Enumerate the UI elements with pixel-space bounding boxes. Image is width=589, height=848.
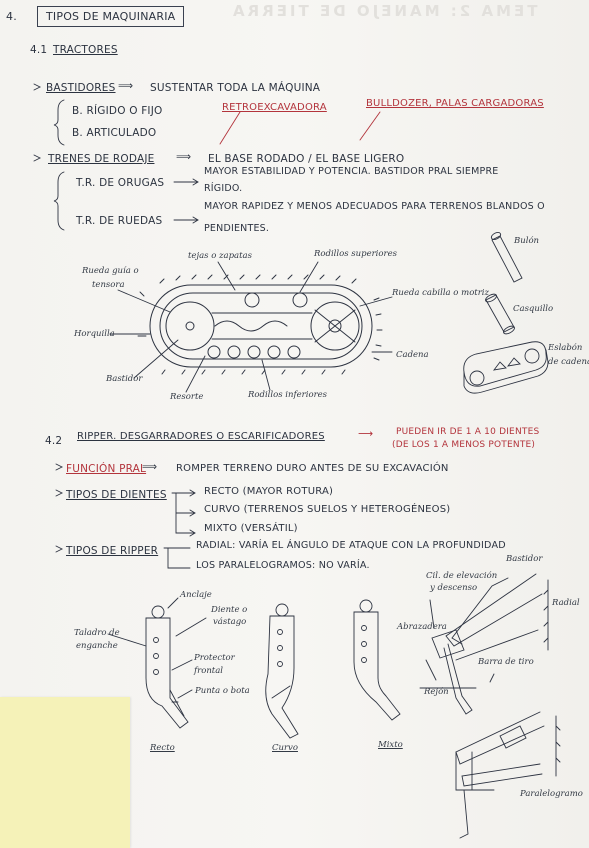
label-radial: Radial (552, 598, 580, 608)
arrow: ⟹ (118, 80, 134, 92)
label-protector: Protector (194, 653, 235, 663)
label-cilindro: y descenso (430, 583, 478, 593)
section-note: PUEDEN IR DE 1 A 10 DIENTES (396, 427, 540, 437)
funcion-desc: ROMPER TERRENO DURO ANTES DE SU EXCAVACI… (176, 463, 449, 474)
arrow: ⟹ (142, 461, 158, 473)
funcion-label: FUNCIÓN PRAL (66, 463, 147, 475)
tooth-mixto (353, 599, 401, 721)
bullet-arrow-icon (33, 154, 42, 162)
label-tensora: tensora (92, 280, 125, 290)
label-resorte: Resorte (170, 392, 204, 402)
label-tejas: tejas o zapatas (188, 251, 252, 261)
ripper-type: RADIAL: VARÍA EL ÁNGULO DE ATAQUE CON LA… (196, 540, 506, 551)
chapter-number: 4. (6, 10, 17, 23)
bulldozer-label: BULLDOZER, PALAS CARGADORAS (366, 98, 544, 109)
arrow: ⟶ (358, 428, 374, 440)
orugas-label: T.R. DE ORUGAS (76, 177, 165, 189)
bastidor-type: B. RÍGIDO O FIJO (72, 105, 163, 117)
label-eslabon: Eslabón (548, 343, 583, 353)
label-rodillos-sup: Rodillos superiores (314, 249, 397, 259)
ripper-label: TIPOS DE RIPPER (66, 545, 159, 557)
section-number: 4.1 (30, 44, 48, 56)
label-diente: vástago (213, 617, 247, 627)
label-rueda-guia: Rueda guía o (82, 266, 139, 276)
bushing-drawing (485, 293, 515, 335)
label-protector: frontal (194, 666, 224, 676)
track-link-drawing (463, 341, 549, 394)
ripper-radial (419, 573, 549, 715)
crawler-track (149, 274, 383, 375)
dientes-label: TIPOS DE DIENTES (66, 489, 167, 501)
tooth-curvo (265, 603, 299, 739)
label-casquillo: Casquillo (513, 304, 554, 314)
ruedas-label: T.R. DE RUEDAS (76, 215, 163, 227)
ruedas-desc: PENDIENTES. (204, 223, 270, 234)
trenes-label: TRENES DE RODAJE (48, 153, 155, 165)
retro-label: RETROEXCAVADORA (222, 102, 327, 113)
label-anclaje: Anclaje (180, 590, 212, 600)
label-buton: Bulón (514, 236, 540, 246)
ripper-parallelogram (455, 711, 561, 839)
bastidor-type: B. ARTICULADO (72, 127, 157, 139)
label-rodillos-inf: Rodillos inferiores (248, 390, 328, 400)
bastidores-desc: SUSTENTAR TODA LA MÁQUINA (150, 82, 321, 94)
diente-type: RECTO (MAYOR ROTURA) (204, 486, 334, 497)
sticky-note (0, 697, 130, 848)
label-paralelogramo: Paralelogramo (520, 789, 583, 799)
lower-rollers (207, 345, 301, 359)
section-title: TRACTORES (53, 44, 118, 56)
diente-type: CURVO (TERRENOS SUELOS Y HETEROGÉNEOS) (204, 504, 451, 515)
ruedas-desc: MAYOR RAPIDEZ Y MENOS ADECUADOS PARA TER… (204, 201, 545, 212)
bullet-arrow-icon (55, 463, 64, 471)
label-cilindro: Cil. de elevación (426, 571, 498, 581)
orugas-desc: RÍGIDO. (204, 183, 243, 194)
chapter-title: TIPOS DE MAQUINARIA (37, 6, 185, 27)
section-title: RIPPER. DESGARRADORES O ESCARIFICADORES (77, 431, 325, 442)
label-diente: Diente o (211, 605, 248, 615)
bullet-arrow-icon (33, 83, 42, 91)
label-bastidor-ripper: Bastidor (506, 554, 543, 564)
trenes-desc: EL BASE RODADO / EL BASE LIGERO (208, 153, 405, 165)
label-eslabon: de cadena (548, 357, 589, 367)
bastidores-label: BASTIDORES (46, 82, 116, 94)
brace (53, 171, 65, 231)
label-barra: Barra de tiro (478, 657, 534, 667)
tooth-recto (145, 605, 189, 729)
label-curvo: Curvo (272, 743, 298, 753)
label-abrazadera: Abrazadera (397, 622, 447, 632)
label-taladro: enganche (76, 641, 118, 651)
label-cadena: Cadena (396, 350, 429, 360)
brace (53, 99, 65, 146)
label-recto: Recto (150, 743, 175, 753)
arrow: ⟹ (176, 151, 192, 163)
label-horquilla: Horquilla (74, 329, 115, 339)
label-punta: Punta o bota (195, 686, 250, 696)
section-number: 4.2 (45, 435, 63, 447)
section-note: (DE LOS 1 A MENOS POTENTE) (392, 440, 536, 450)
label-taladro: Taladro de (74, 628, 120, 638)
bullet-arrow-icon (55, 545, 64, 553)
label-mixto: Mixto (378, 740, 403, 750)
orugas-desc: MAYOR ESTABILIDAD Y POTENCIA. BASTIDOR P… (204, 166, 499, 177)
label-rejon: Rejón (424, 687, 449, 697)
label-bastidor: Bastidor (106, 374, 143, 384)
label-rueda-cabilla: Rueda cabilla o motriz (392, 288, 489, 298)
ripper-type: LOS PARALELOGRAMOS: NO VARÍA. (196, 560, 370, 571)
diente-type: MIXTO (VERSÁTIL) (204, 523, 298, 534)
bullet-arrow-icon (55, 489, 64, 497)
pin-drawing (490, 232, 523, 283)
